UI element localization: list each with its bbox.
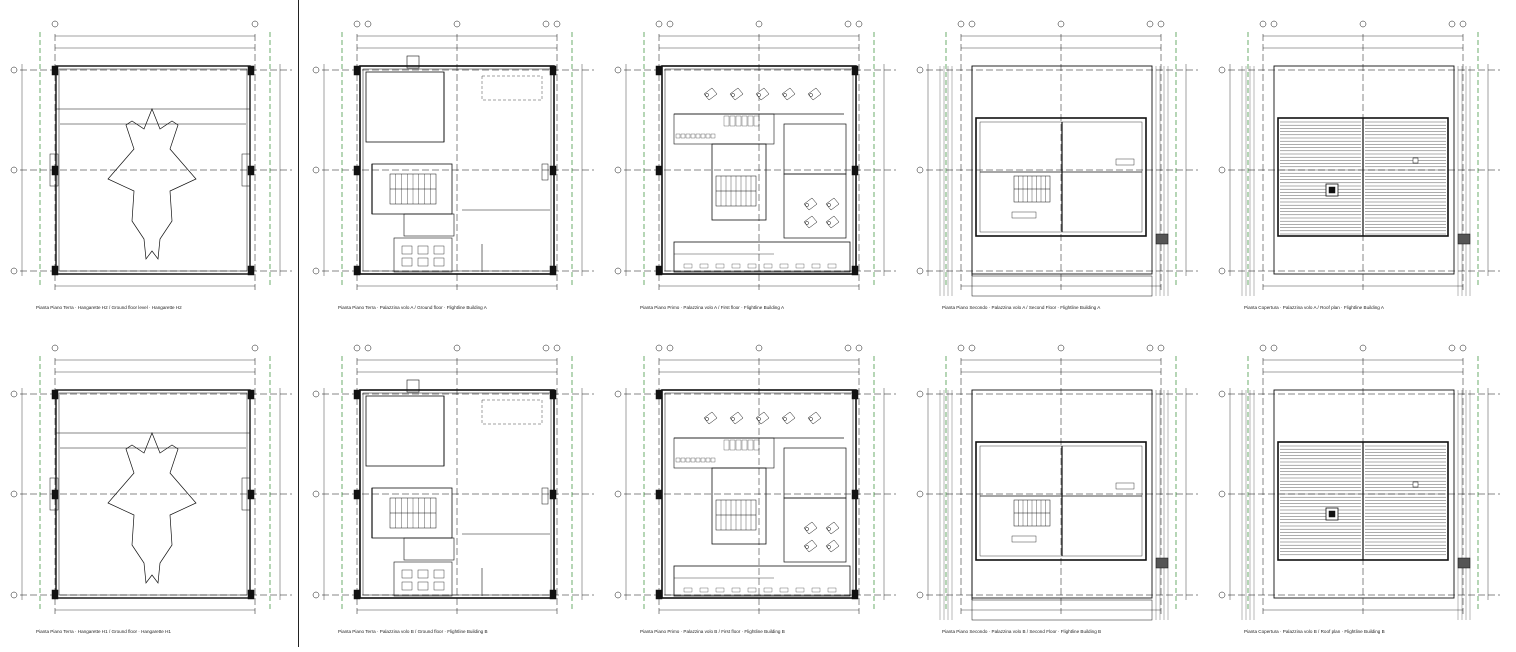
plan-hangar-1 — [10, 20, 292, 290]
plan-caption-b2: Pianta Piano Terra · Palazzina volo B / … — [338, 629, 488, 634]
sheet-divider — [298, 0, 299, 647]
plan-caption-a1: Pianta Piano Terra · Hangarette H2 / Gro… — [36, 305, 182, 310]
plan-hangar-2 — [10, 344, 292, 614]
plan-caption-a3: Pianta Piano Primo · Palazzina volo A / … — [640, 305, 785, 310]
plan-caption-b5: Pianta Copertura · Palazzina volo B / Ro… — [1244, 629, 1385, 634]
plan-caption-a5: Pianta Copertura · Palazzina volo A / Ro… — [1244, 305, 1384, 310]
plan-office-second-2 — [916, 344, 1198, 621]
plan-caption-b3: Pianta Piano Primo · Palazzina volo B / … — [640, 629, 785, 634]
plan-office-ground-2 — [312, 344, 594, 614]
plan-roof-1 — [1218, 20, 1500, 296]
aircraft-outline — [107, 432, 197, 584]
plan-office-first-2 — [614, 344, 896, 614]
plan-caption-a2: Pianta Piano Terra · Palazzina volo A / … — [338, 305, 487, 310]
plan-caption-b4: Pianta Piano Secondo · Palazzina volo B … — [942, 629, 1102, 634]
plan-caption-a4: Pianta Piano Secondo · Palazzina volo A … — [942, 305, 1101, 310]
plan-caption-b1: Pianta Piano Terra · Hangarette H1 / Gro… — [36, 629, 171, 634]
aircraft-outline — [107, 108, 197, 260]
plan-roof-2 — [1218, 344, 1500, 620]
plan-office-ground-1 — [312, 20, 594, 290]
plan-office-second-1 — [916, 20, 1198, 297]
plan-office-first-1 — [614, 20, 896, 290]
